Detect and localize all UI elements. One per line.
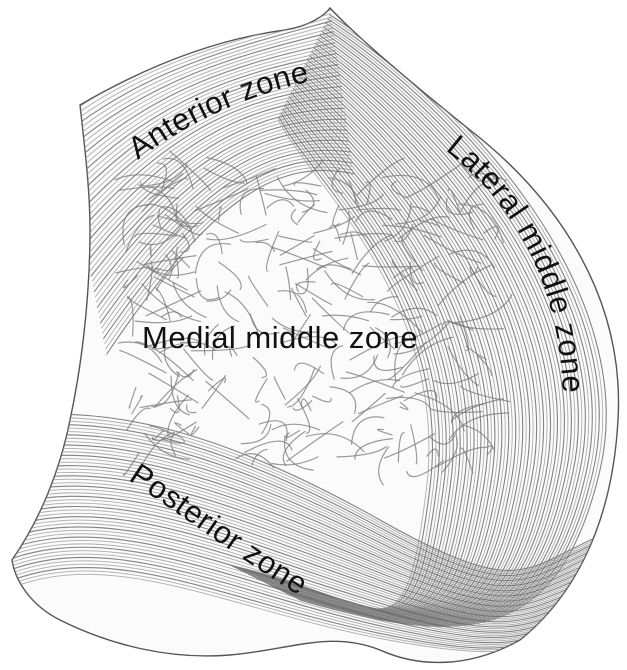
woven-fiber xyxy=(150,246,151,256)
medial-middle-zone-label: Medial middle zone xyxy=(142,320,418,355)
